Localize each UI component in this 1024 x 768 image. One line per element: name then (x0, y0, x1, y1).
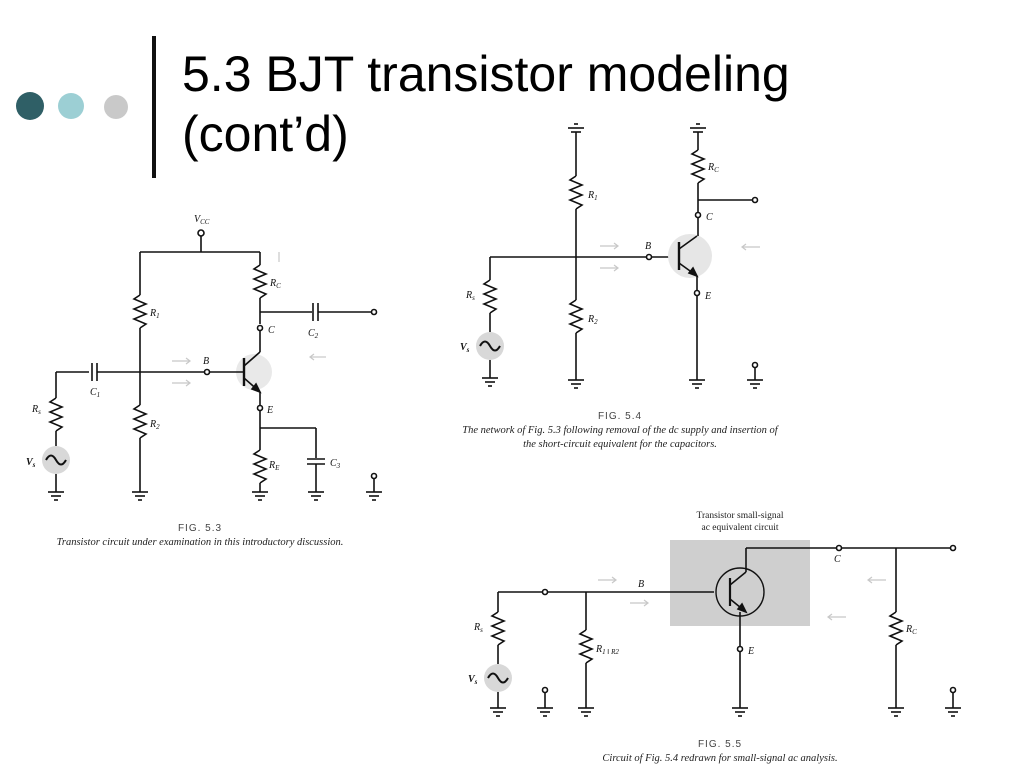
fig54-rs-label: Rs (465, 290, 475, 302)
fig55-rc-label: RC (905, 624, 917, 636)
fig53-re-label: RE (268, 460, 280, 472)
figure-5-4-number: FIG. 5.4 (597, 411, 643, 422)
title-line-2: (cont’d) (182, 106, 349, 162)
fig53-c1-label: C1 (90, 387, 100, 399)
decor-dot-dark (16, 92, 44, 120)
figure-5-3-caption-text: Transistor circuit under examination in … (56, 537, 344, 548)
fig54-r2-label: R2 (587, 314, 598, 326)
decor-dot-teal (58, 93, 84, 119)
fig53-e-label: E (266, 405, 273, 416)
fig53-c2-label: C2 (308, 328, 319, 340)
fig54-r1-label: R1 (587, 190, 598, 202)
figure-5-5-caption-text: Circuit of Fig. 5.4 redrawn for small-si… (602, 753, 838, 764)
fig54-vs-label: Vs (460, 342, 470, 354)
fig54-c-label: C (706, 212, 713, 223)
fig53-vs-label: Vs (26, 457, 36, 469)
fig53-rs-label: Rs (31, 404, 41, 416)
box-title-line-1: Transistor small-signal (697, 511, 784, 521)
fig53-c3-label: C3 (330, 458, 341, 470)
figure-5-3-number: FIG. 5.3 (177, 523, 223, 534)
figure-5-5-caption: FIG. 5.5 Circuit of Fig. 5.4 redrawn for… (540, 738, 900, 766)
fig54-b-label: B (645, 241, 651, 252)
fig55-e-label: E (747, 646, 754, 657)
fig55-rs-label: Rs (473, 622, 483, 634)
fig53-b-label: B (203, 356, 209, 367)
figure-5-3-caption: FIG. 5.3 Transistor circuit under examin… (30, 522, 370, 550)
title-line-1: 5.3 BJT transistor modeling (182, 46, 790, 102)
fig55-r1r2-label: R1 ‖ R2 (595, 644, 619, 656)
fig55-b-label: B (638, 579, 644, 590)
fig53-rc-label: RC (269, 278, 281, 290)
ac-equivalent-box (670, 540, 810, 626)
slide-title: 5.3 BJT transistor modeling (cont’d) (182, 44, 790, 164)
fig55-vs-label: Vs (468, 674, 478, 686)
fig53-r1-label: R1 (149, 308, 160, 320)
figure-5-4-caption: FIG. 5.4 The network of Fig. 5.3 followi… (460, 410, 780, 452)
figure-5-4-caption-text: The network of Fig. 5.3 following remova… (462, 425, 778, 450)
box-title-line-2: ac equivalent circuit (701, 523, 778, 533)
fig55-c-label: C (834, 554, 841, 565)
fig53-c-label: C (268, 325, 275, 336)
figure-5-5-number: FIG. 5.5 (697, 739, 743, 750)
fig53-vcc-label: VCC (194, 214, 210, 226)
decor-dot-gray (104, 95, 128, 119)
title-divider (152, 36, 156, 178)
fig53-r2-label: R2 (149, 419, 160, 431)
fig54-e-label: E (704, 291, 711, 302)
